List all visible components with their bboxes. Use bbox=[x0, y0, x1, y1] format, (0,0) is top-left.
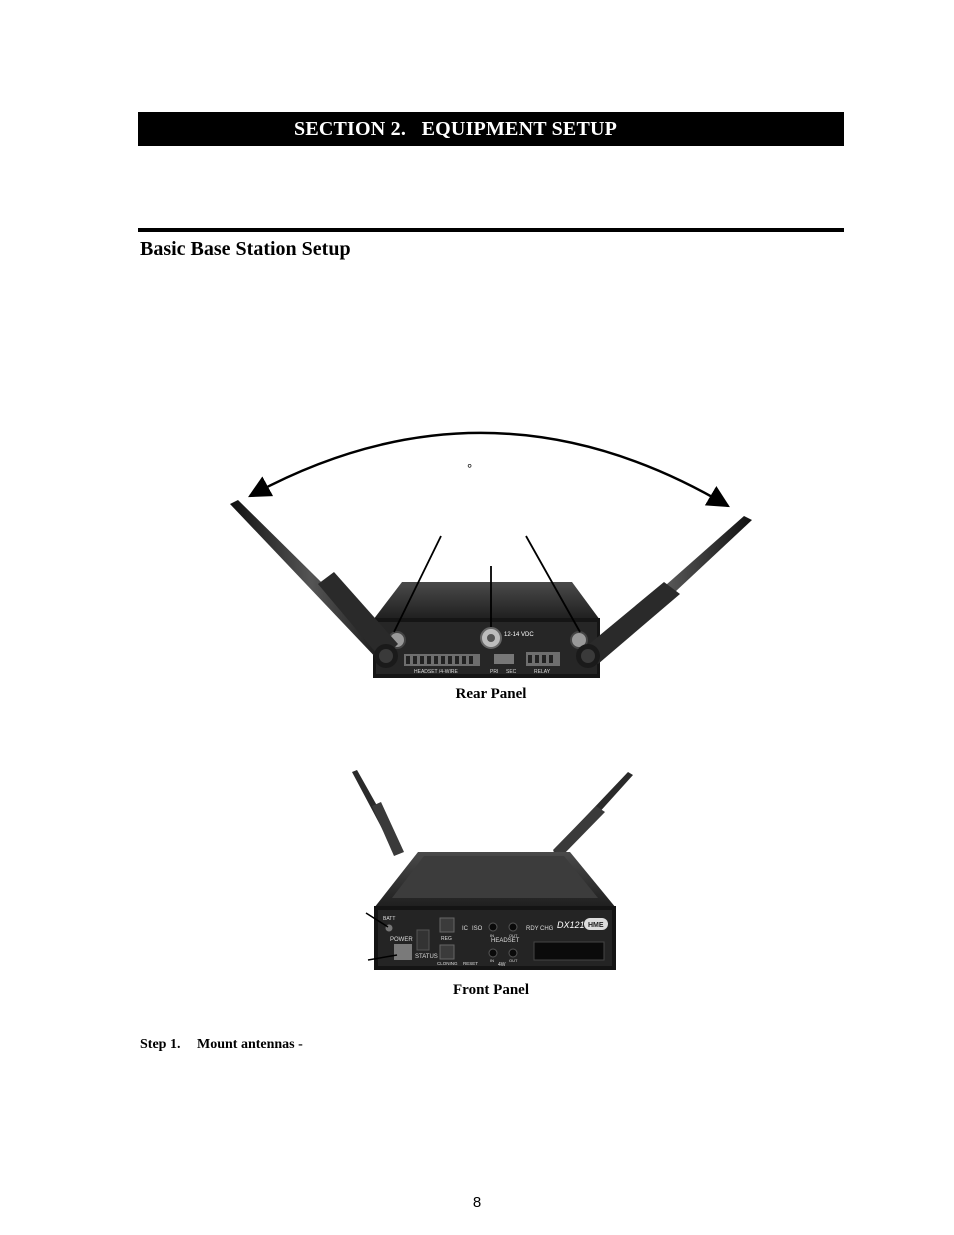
front-panel-caption: Front Panel bbox=[453, 982, 529, 998]
status-label: STATUS bbox=[415, 954, 438, 960]
four-wire-in-jack bbox=[488, 948, 498, 958]
headset-terminal-block bbox=[404, 654, 480, 666]
rotation-arc-arrow bbox=[248, 431, 730, 508]
page-number: 8 bbox=[472, 1194, 482, 1211]
four-wire-out-label: OUT bbox=[509, 958, 518, 963]
power-label: POWER bbox=[390, 937, 413, 943]
pri-sec-switch bbox=[494, 654, 514, 664]
right-antenna bbox=[576, 516, 752, 668]
headset-in-label: IN bbox=[490, 933, 494, 938]
sec-label: SEC bbox=[506, 669, 517, 675]
chg-label: CHG bbox=[540, 926, 554, 932]
voltage-label: 12-14 VDC bbox=[504, 632, 534, 638]
rear-panel-caption: Rear Panel bbox=[455, 686, 527, 702]
four-wire-in-label: IN bbox=[490, 958, 494, 963]
cloning-button bbox=[439, 944, 455, 960]
reset-label: RESET bbox=[463, 961, 478, 966]
brand-badge bbox=[584, 918, 608, 930]
charging-slot bbox=[533, 941, 605, 961]
reg-label: REG bbox=[441, 936, 452, 942]
step-1: Step 1. Mount antennas - bbox=[140, 1037, 303, 1053]
front-panel-unit: BATT POWER STATUS REG CLONING IC ISO RES… bbox=[352, 770, 633, 970]
ic-label: IC bbox=[462, 926, 469, 932]
headset-out-label: OUT bbox=[509, 933, 518, 938]
rear-panel-unit: 12-14 VDC HEADSET /4-WIRE PRI SEC RELAY bbox=[230, 500, 752, 678]
headset-4wire-label: HEADSET /4-WIRE bbox=[414, 669, 458, 675]
relay-label: RELAY bbox=[534, 669, 551, 675]
left-antenna bbox=[230, 500, 398, 668]
step-number: Step 1. bbox=[140, 1037, 181, 1052]
iso-label: ISO bbox=[472, 926, 483, 932]
step-text: Mount antennas - bbox=[197, 1037, 303, 1052]
four-wire-out-jack bbox=[508, 948, 518, 958]
model-label: DX121 bbox=[557, 920, 585, 930]
degree-symbol: ° bbox=[467, 461, 472, 476]
headset-out-jack bbox=[508, 922, 518, 932]
batt-label: BATT bbox=[383, 916, 395, 922]
power-button bbox=[394, 944, 412, 960]
reg-button bbox=[439, 917, 455, 933]
pri-label: PRI bbox=[490, 669, 498, 675]
headset-label: HEADSET bbox=[491, 938, 520, 944]
page-heading: Basic Base Station Setup bbox=[140, 238, 351, 260]
cloning-label: CLONING bbox=[437, 961, 458, 966]
headset-in-jack bbox=[488, 922, 498, 932]
section-header-bar: SECTION 2. EQUIPMENT SETUP bbox=[138, 112, 844, 146]
brand-label: HME bbox=[588, 922, 604, 929]
section-title: SECTION 2. EQUIPMENT SETUP bbox=[294, 118, 618, 140]
four-wire-label: 4W bbox=[498, 962, 506, 968]
heading-rule bbox=[138, 228, 844, 232]
relay-terminal-block bbox=[526, 652, 560, 666]
rdy-label: RDY bbox=[526, 926, 539, 932]
